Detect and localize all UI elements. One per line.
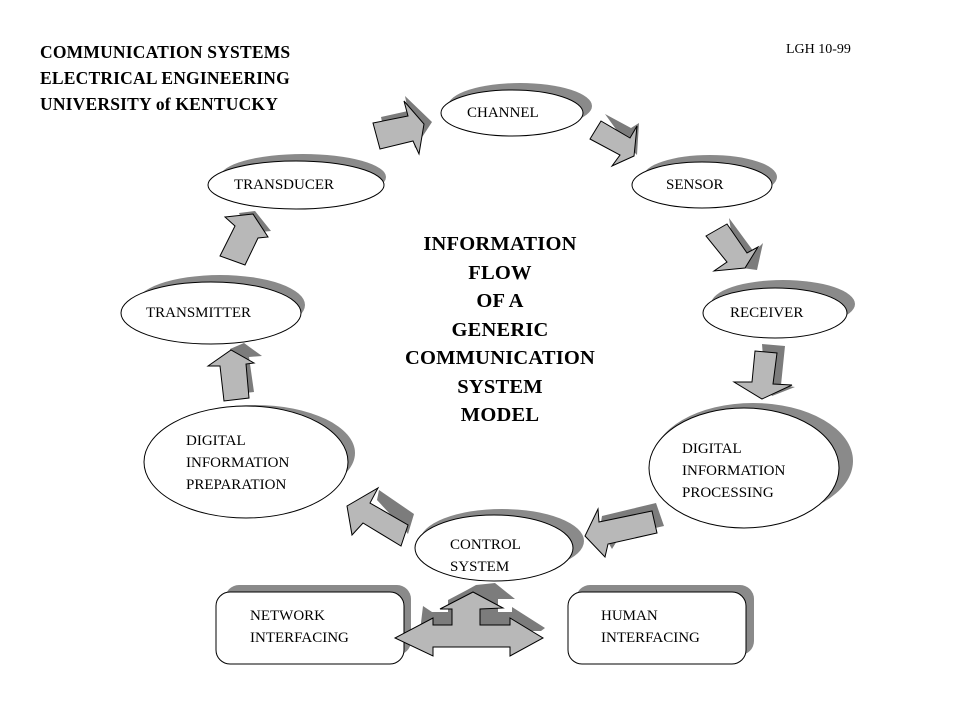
arrow-transducer-to-channel xyxy=(372,96,432,156)
label-network-interfacing: NETWORK INTERFACING xyxy=(250,608,349,646)
node-shape xyxy=(567,591,747,665)
arrow-body xyxy=(206,349,256,402)
arrow-processing-to-control xyxy=(584,503,664,559)
node-receiver xyxy=(702,280,855,339)
arrow-body xyxy=(584,507,658,559)
arrow-shadow xyxy=(729,218,763,270)
arrow-preparation-to-transmitter xyxy=(206,343,262,402)
arrow-channel-to-sensor xyxy=(589,114,639,168)
center-title-line: COMMUNICATION xyxy=(404,347,596,369)
arrow-sensor-to-receiver xyxy=(705,218,763,272)
node-network-interfacing xyxy=(215,585,411,665)
arrow-body xyxy=(732,350,793,400)
arrow-three-way-interfacing xyxy=(393,583,545,657)
label-transmitter: TRANSMITTER xyxy=(146,305,251,321)
center-title-line: MODEL xyxy=(460,404,540,426)
label-control-system: CONTROL SYSTEM xyxy=(450,537,521,575)
node-sensor xyxy=(631,155,777,209)
label-human-interfacing: HUMAN INTERFACING xyxy=(601,608,700,646)
header-line-2: ELECTRICAL ENGINEERING xyxy=(40,68,290,88)
center-title-line: FLOW xyxy=(468,261,532,284)
node-digital-processing xyxy=(648,403,853,529)
node-human-interfacing xyxy=(567,585,754,665)
node-shape xyxy=(207,160,385,210)
node-transducer xyxy=(207,154,386,210)
node-shape xyxy=(440,89,584,137)
node-shape xyxy=(215,591,405,665)
arrow-body xyxy=(393,591,545,657)
arrow-transmitter-to-transducer xyxy=(219,211,271,266)
node-shape xyxy=(631,161,773,209)
label-receiver: RECEIVER xyxy=(730,305,804,321)
arrow-control-to-preparation xyxy=(346,486,414,547)
header-block: COMMUNICATION SYSTEMS ELECTRICAL ENGINEE… xyxy=(40,39,290,117)
arrow-body xyxy=(589,120,638,168)
arrow-receiver-to-processing xyxy=(732,344,795,400)
node-shape xyxy=(120,281,302,345)
arrow-body xyxy=(705,223,760,272)
node-channel xyxy=(440,83,592,137)
center-title-line: SYSTEM xyxy=(457,375,543,398)
arrow-body xyxy=(346,486,409,547)
node-shape xyxy=(143,405,349,519)
center-title-line: OF A xyxy=(476,290,524,312)
node-transmitter xyxy=(120,275,305,345)
arrow-body xyxy=(219,213,269,266)
arrow-body xyxy=(372,100,425,156)
center-title: INFORMATION FLOW OF A GENERIC COMMUNICAT… xyxy=(380,230,620,430)
label-channel: CHANNEL xyxy=(467,105,539,121)
center-title-line: INFORMATION xyxy=(423,233,577,255)
center-title-line: GENERIC xyxy=(451,318,549,341)
reference-code: LGH 10-99 xyxy=(786,42,851,57)
node-control-system xyxy=(414,509,584,582)
node-digital-preparation xyxy=(143,405,355,519)
label-digital-preparation: DIGITAL INFORMATION PREPARATION xyxy=(186,433,290,493)
label-sensor: SENSOR xyxy=(666,177,724,193)
label-digital-processing: DIGITAL INFORMATION PROCESSING xyxy=(682,441,786,501)
header-line-3: UNIVERSITY of KENTUCKY xyxy=(40,94,279,114)
label-transducer: TRANSDUCER xyxy=(234,177,335,193)
node-shape xyxy=(648,407,840,529)
node-shape xyxy=(414,514,574,582)
header-line-1: COMMUNICATION SYSTEMS xyxy=(40,42,291,62)
node-shape xyxy=(702,287,848,339)
